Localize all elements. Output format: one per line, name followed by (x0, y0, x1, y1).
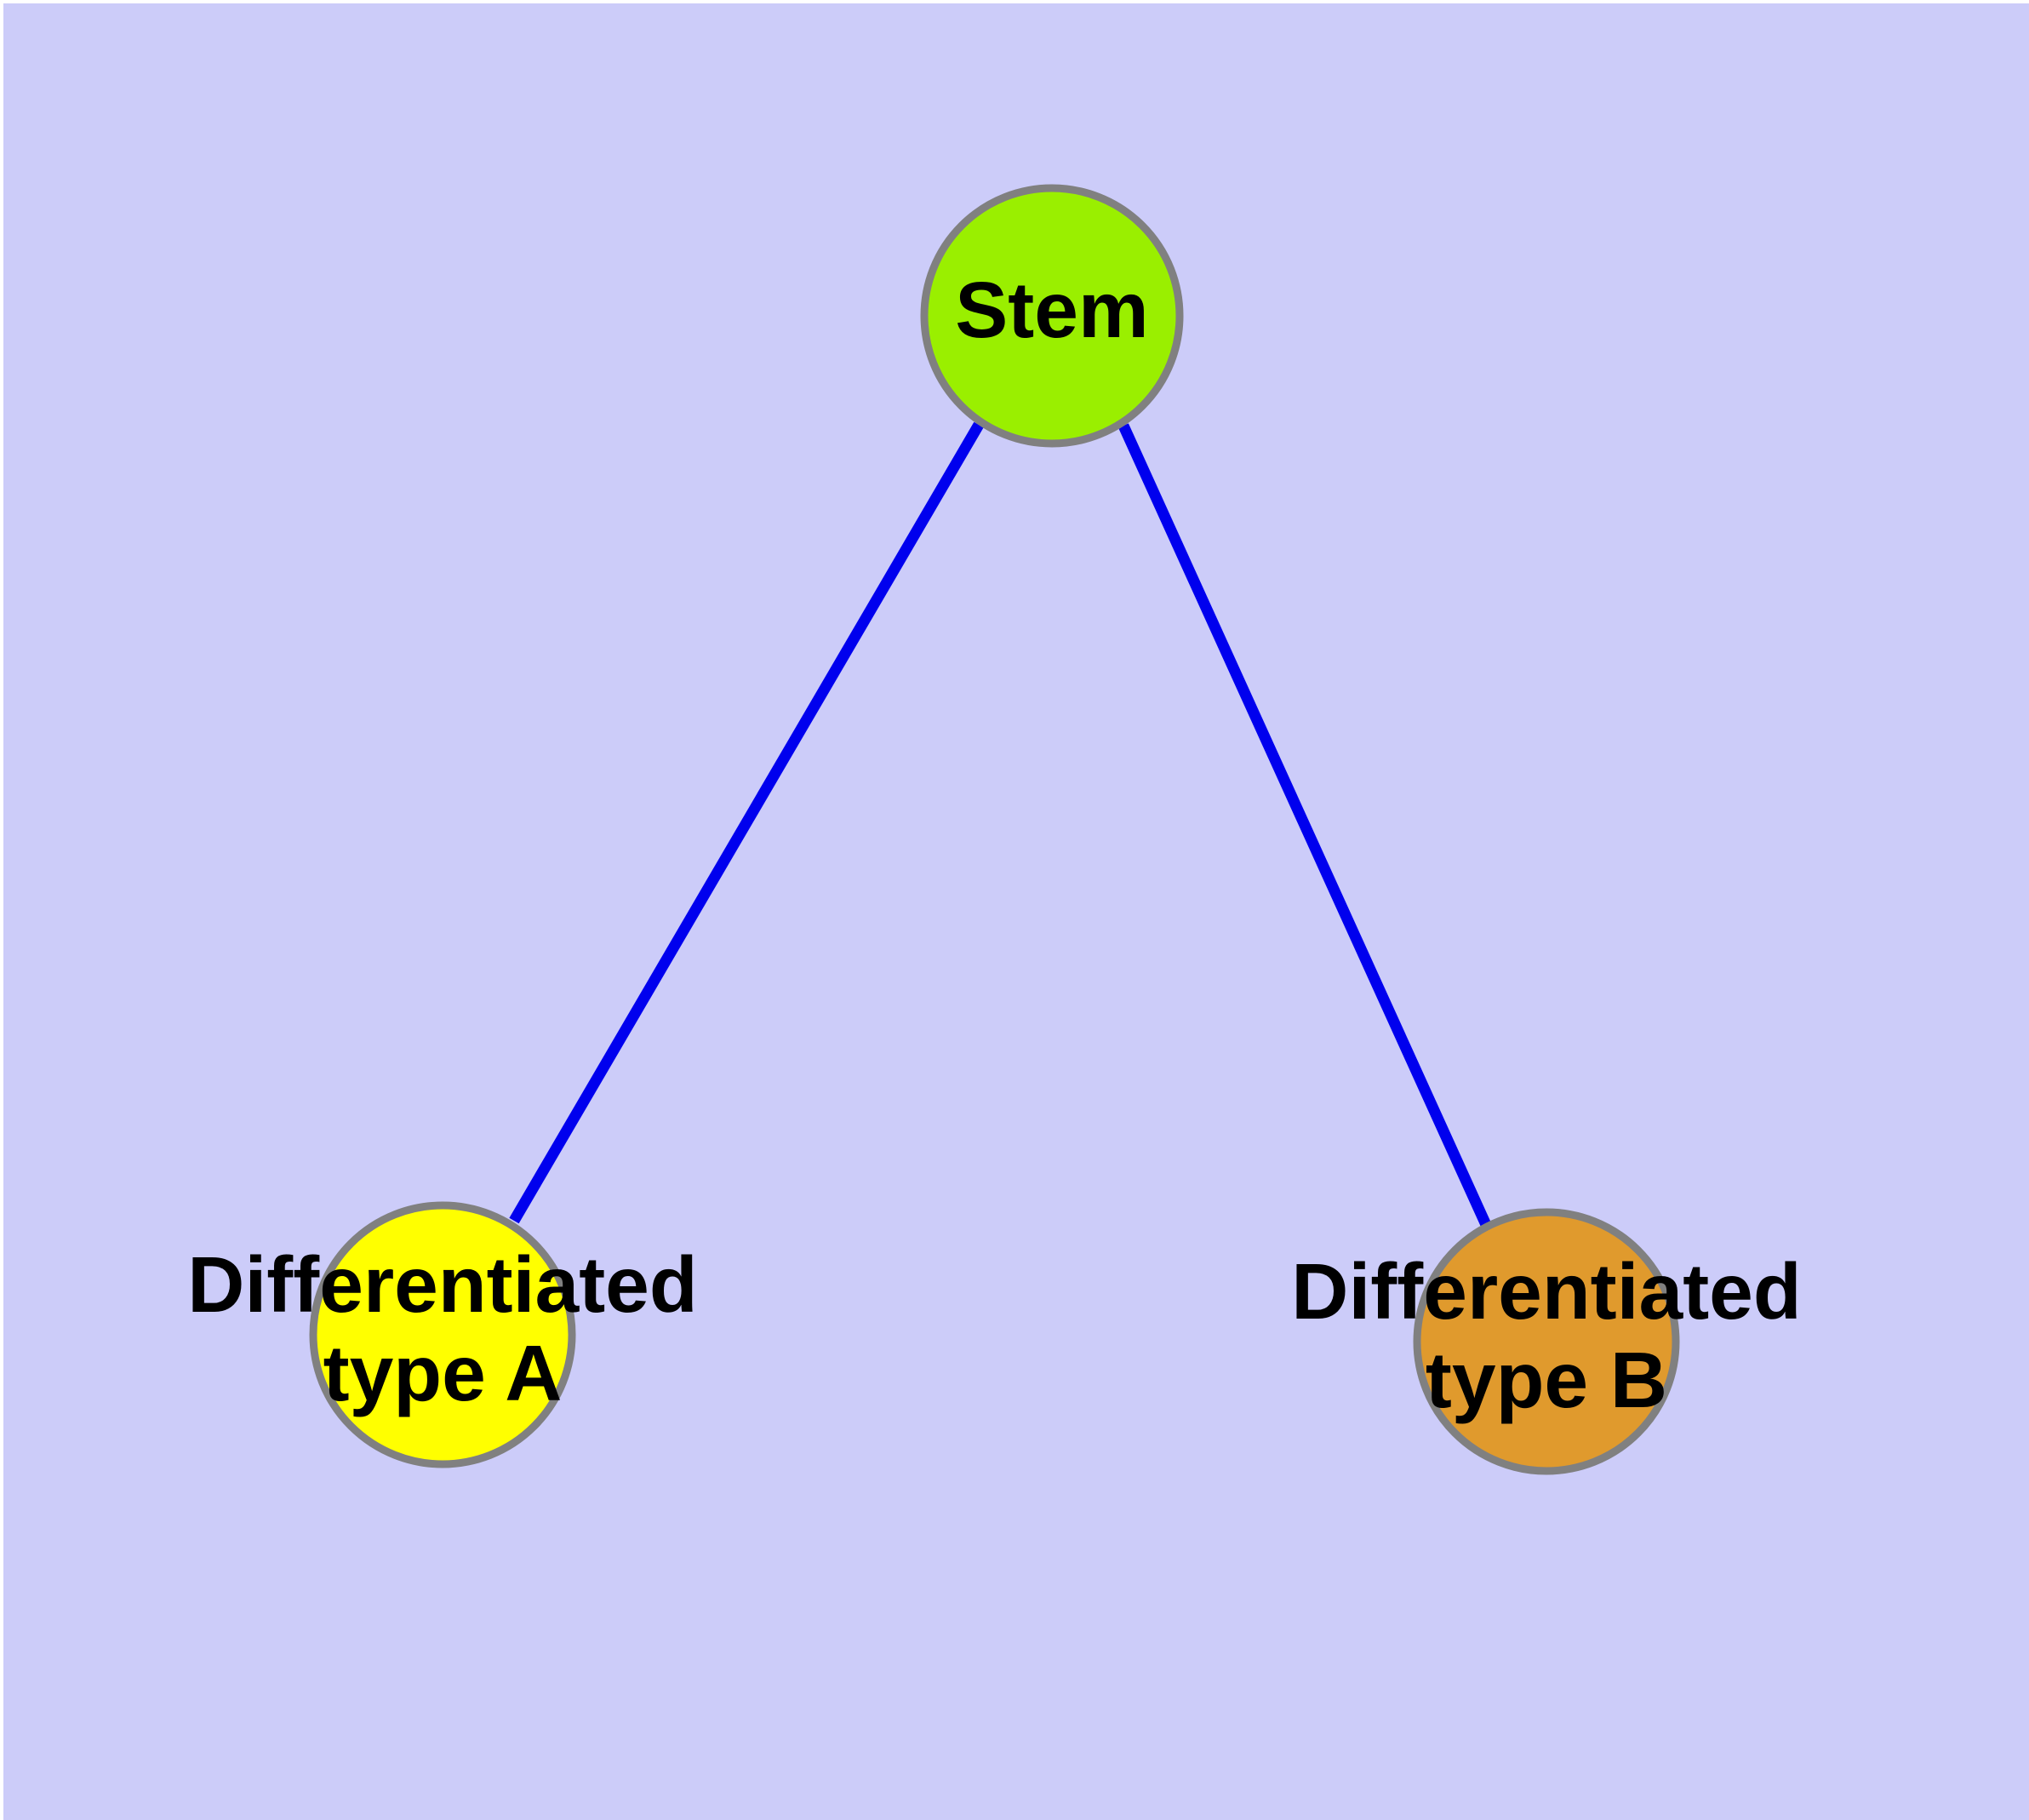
edge-stem-to-differentiated-type-b[interactable] (1118, 423, 1492, 1229)
edge-stem-to-differentiated-type-a[interactable] (509, 421, 984, 1224)
edge-layer (509, 421, 1492, 1229)
node-stem[interactable]: Stem (920, 184, 1184, 448)
node-differentiated-type-a-circle[interactable] (309, 1201, 576, 1468)
node-differentiated-type-b-circle[interactable] (1413, 1208, 1680, 1475)
node-stem-circle[interactable] (920, 184, 1184, 448)
node-stem-label: Stem (955, 266, 1148, 354)
